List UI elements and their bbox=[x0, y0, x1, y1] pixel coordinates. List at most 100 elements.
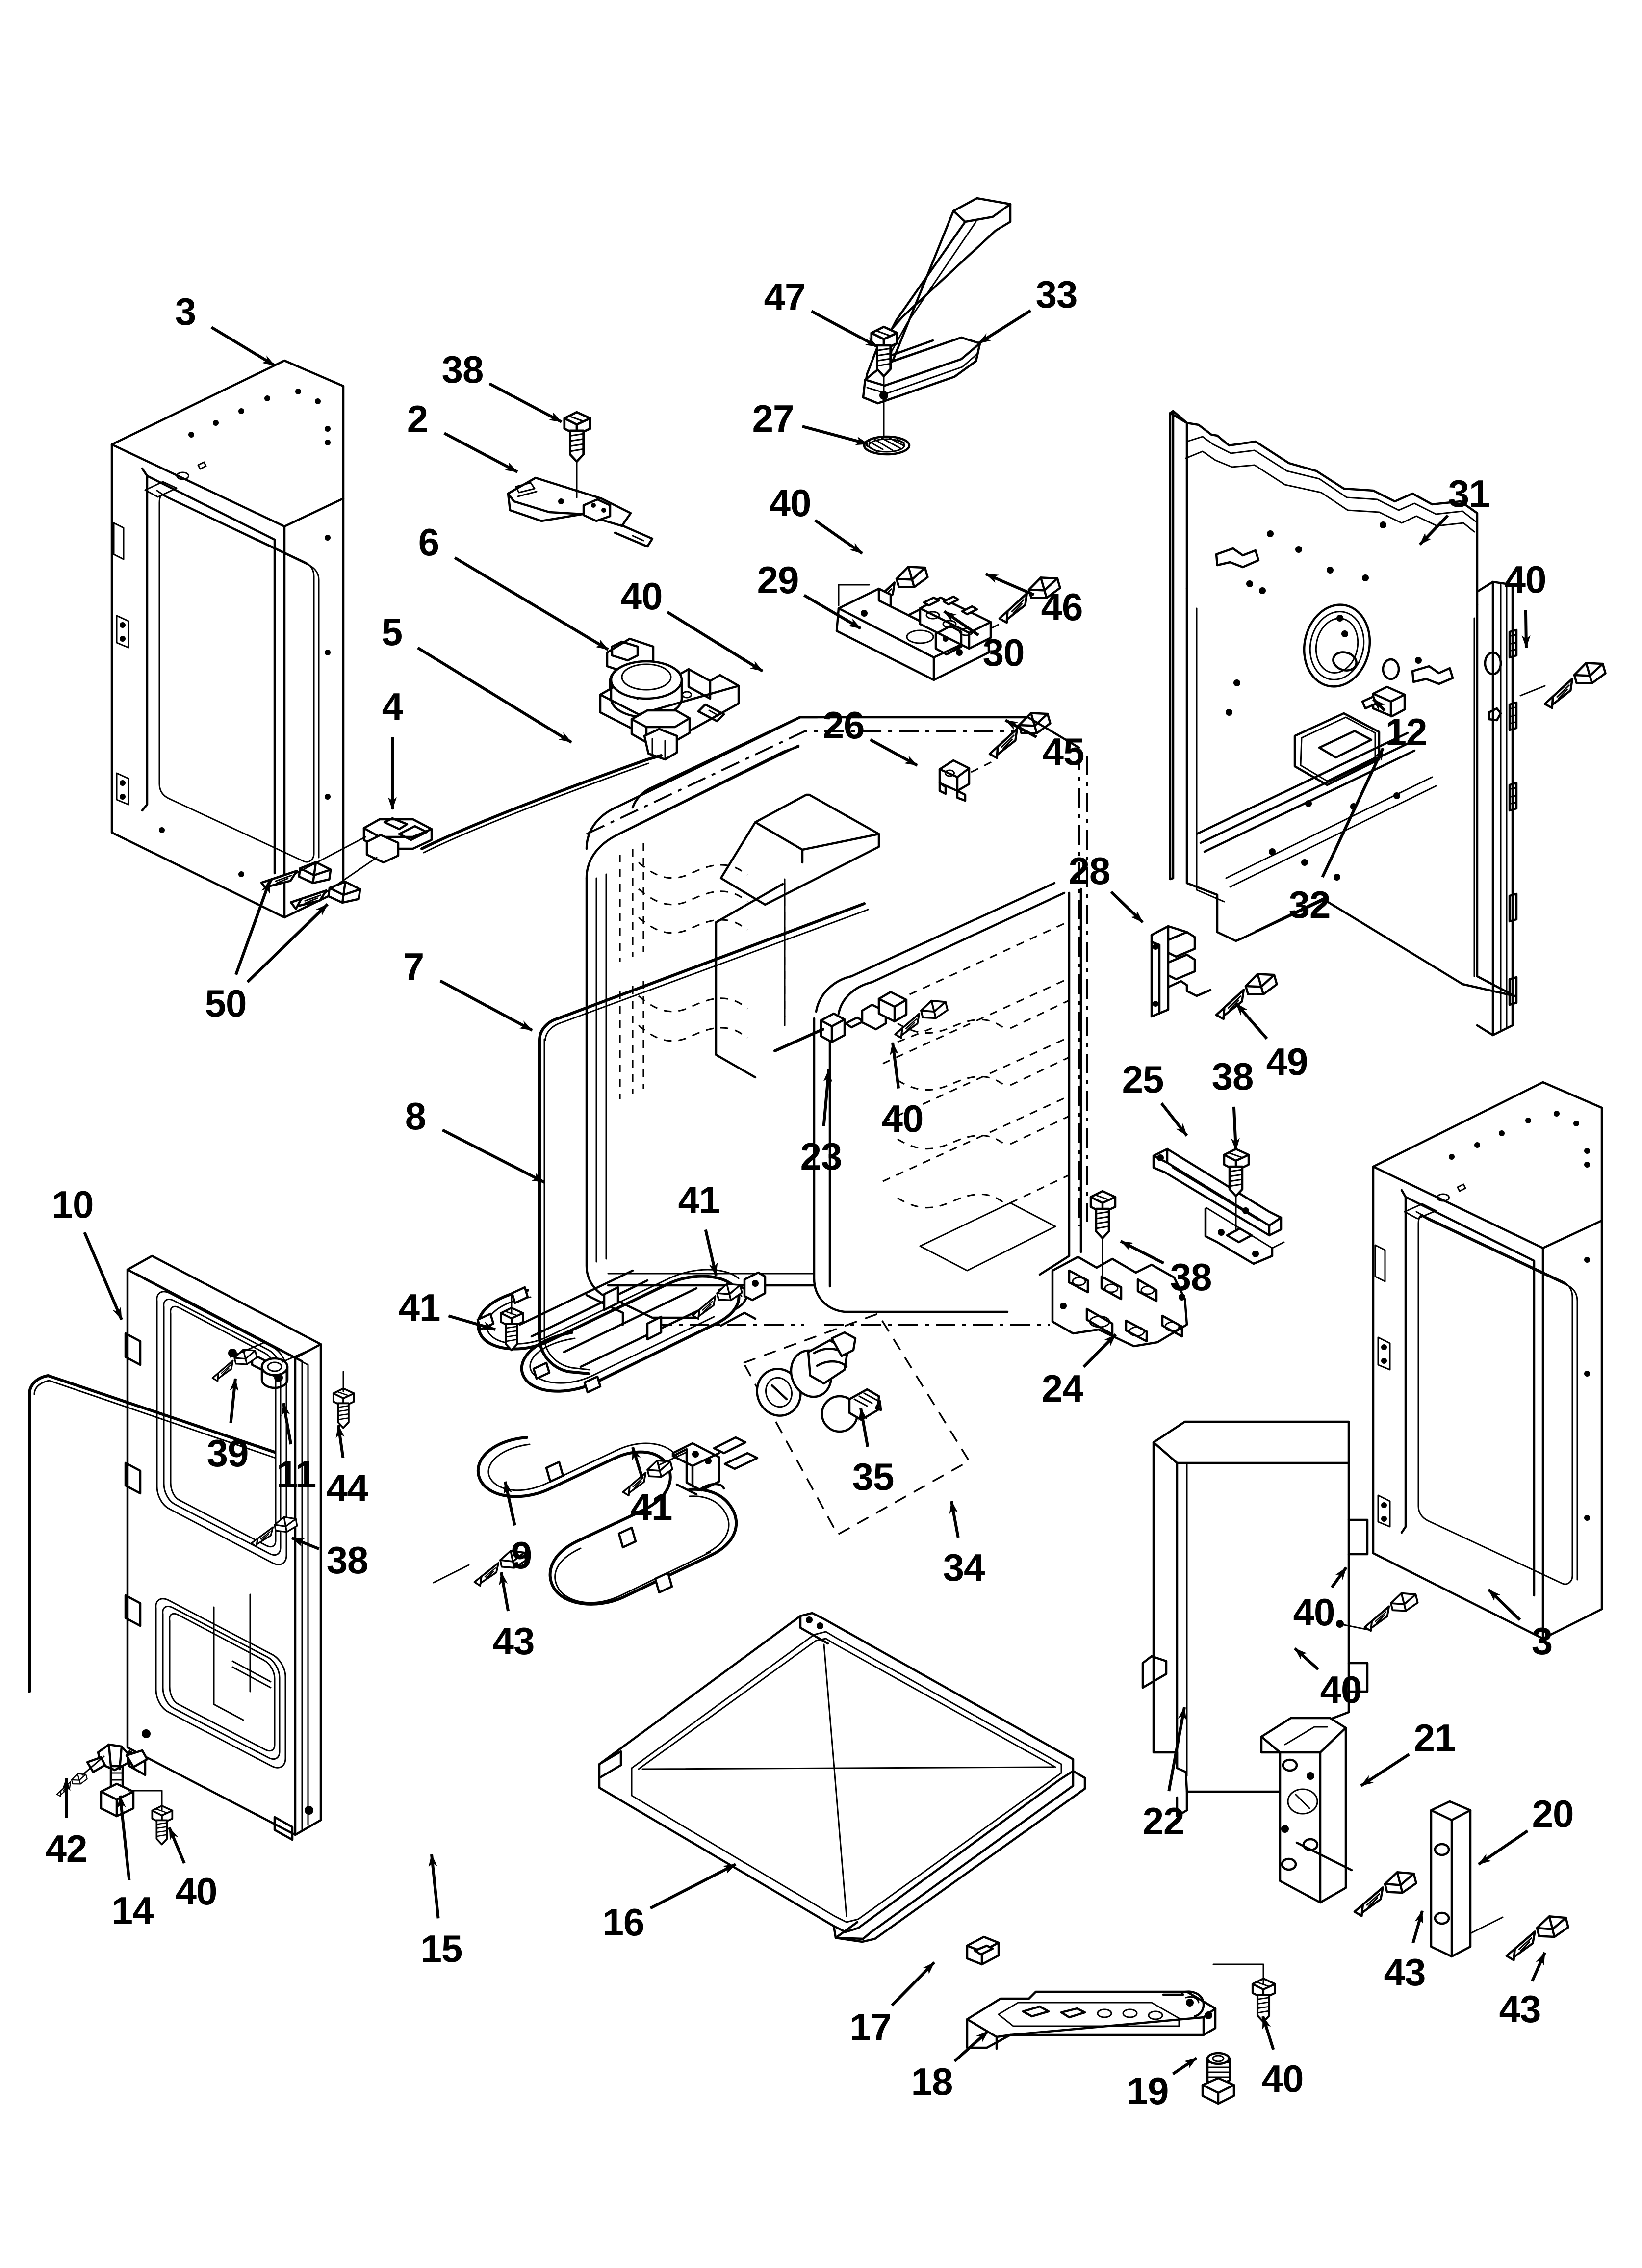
callout-41-screw: 41 bbox=[678, 1178, 720, 1222]
callout-7-oven-door-seal-gasket: 7 bbox=[403, 945, 424, 988]
callout-5-door-latch-rod: 5 bbox=[381, 610, 403, 653]
screw-40-shield bbox=[1358, 1589, 1423, 1633]
part-2-bracket bbox=[507, 476, 654, 548]
callout-40-screw: 40 bbox=[881, 1097, 924, 1140]
callout-47-screw: 47 bbox=[764, 275, 806, 318]
leader-line-32 bbox=[1321, 747, 1385, 878]
callout-41-screw: 41 bbox=[398, 1286, 441, 1329]
callout-35-oven-lamp-bulb: 35 bbox=[852, 1455, 895, 1498]
leader-line-3 bbox=[1487, 1588, 1521, 1621]
part-19-leveling-screw bbox=[1201, 2052, 1235, 2105]
callout-38-screw: 38 bbox=[1170, 1255, 1212, 1299]
assembly-line bbox=[323, 857, 378, 895]
leader-line-41 bbox=[704, 1229, 718, 1276]
leader-line-15 bbox=[428, 1854, 440, 1919]
callout-11-spacer-bushing: 11 bbox=[276, 1453, 316, 1496]
leader-line-40 bbox=[168, 1826, 186, 1864]
part-30-terminal-block bbox=[919, 595, 992, 656]
part-16-oven-bottom bbox=[598, 1612, 1086, 1943]
callout-6-door-lock-motor-assembly: 6 bbox=[418, 521, 439, 564]
part-17-retainer-clip bbox=[966, 1935, 1000, 1966]
leader-line-40 bbox=[1330, 1566, 1348, 1589]
part-3-door-panel-right bbox=[1372, 1081, 1603, 1640]
part-11-spacer-bushing bbox=[260, 1357, 289, 1389]
assembly-line bbox=[658, 1451, 688, 1466]
leader-line-38 bbox=[1231, 1106, 1240, 1151]
callout-41-screw: 41 bbox=[630, 1486, 673, 1529]
assembly-line bbox=[282, 1347, 315, 1363]
part-10-door-seal bbox=[28, 1374, 277, 1693]
screw-38-top bbox=[564, 412, 590, 462]
leader-line-5 bbox=[417, 646, 572, 744]
leader-line-41 bbox=[448, 1314, 496, 1331]
part-21-hinge-bracket bbox=[1260, 1717, 1353, 1904]
part-33-anti-tip-bracket bbox=[862, 197, 1012, 405]
part-25-brace-rail bbox=[1152, 1147, 1285, 1265]
callout-40-screw: 40 bbox=[1261, 2057, 1304, 2100]
leader-line-19 bbox=[1172, 2057, 1198, 2075]
callout-18-front-frame-rail: 18 bbox=[911, 2060, 953, 2103]
callout-44-screw: 44 bbox=[326, 1466, 369, 1510]
leader-line-7 bbox=[439, 979, 533, 1032]
leader-line-8 bbox=[441, 1128, 545, 1184]
part-9-bake-element bbox=[477, 1436, 759, 1606]
callout-20-strike-plate: 20 bbox=[1532, 1792, 1574, 1835]
callout-50-screws: 50 bbox=[205, 982, 247, 1025]
part-23-oven-sensor bbox=[773, 991, 908, 1052]
callout-49-screw: 49 bbox=[1266, 1040, 1308, 1083]
screw-40-rear bbox=[1537, 659, 1611, 710]
oven-cavity bbox=[585, 716, 1088, 1326]
callout-9-bake-element: 9 bbox=[511, 1534, 532, 1577]
callout-40-screw: 40 bbox=[1293, 1590, 1335, 1634]
callout-28-terminal-bracket: 28 bbox=[1068, 849, 1111, 892]
leader-line-43 bbox=[1411, 1910, 1424, 1944]
callout-43-screw: 43 bbox=[1384, 1951, 1426, 1994]
callout-38-screw: 38 bbox=[326, 1538, 369, 1582]
leader-line-50 bbox=[234, 880, 271, 975]
callout-12-light-socket-bushing: 12 bbox=[1385, 710, 1428, 754]
callout-4-latch-keeper-clip: 4 bbox=[382, 685, 403, 728]
callout-16-oven-bottom-panel: 16 bbox=[602, 1901, 645, 1944]
leader-line-41 bbox=[631, 1447, 644, 1479]
callout-30-terminal-block: 30 bbox=[982, 631, 1025, 674]
assembly-line bbox=[838, 584, 870, 606]
assembly-dot bbox=[879, 391, 888, 400]
part-26-door-strike bbox=[938, 759, 971, 802]
part-18-front-frame-rail bbox=[966, 1990, 1217, 2050]
callout-42-leveling-leg-clip: 42 bbox=[45, 1827, 88, 1870]
leader-line-20 bbox=[1478, 1829, 1529, 1866]
screw-40-rail bbox=[1253, 1979, 1275, 2022]
leader-line-30 bbox=[943, 610, 979, 637]
screw-44 bbox=[332, 1387, 355, 1429]
callout-22-side-panel-shield: 22 bbox=[1142, 1799, 1185, 1843]
leader-line-22 bbox=[1167, 1707, 1187, 1792]
leader-line-9 bbox=[503, 1481, 516, 1526]
leader-line-3 bbox=[210, 326, 276, 367]
callout-43-screw: 43 bbox=[492, 1619, 535, 1663]
assembly-line bbox=[230, 1341, 266, 1358]
callout-14-leveling-leg: 14 bbox=[111, 1889, 154, 1932]
assembly-line bbox=[433, 1564, 470, 1584]
leader-line-38 bbox=[291, 1537, 320, 1550]
callout-17-retainer-clip: 17 bbox=[849, 2006, 892, 2049]
assembly-line bbox=[1470, 1916, 1504, 1934]
callout-40-screw: 40 bbox=[1504, 558, 1547, 601]
part-28-terminal-bracket bbox=[1150, 925, 1212, 1018]
callout-26-door-strike: 26 bbox=[822, 704, 865, 747]
callout-23-oven-sensor: 23 bbox=[800, 1135, 843, 1178]
callout-38-screw: 38 bbox=[1211, 1055, 1254, 1098]
leader-line-40 bbox=[814, 519, 863, 555]
leader-line-17 bbox=[891, 1961, 936, 2007]
part-6-door-lock-motor bbox=[599, 637, 740, 761]
assembly-line bbox=[971, 760, 993, 773]
part-5-latch-rod bbox=[420, 754, 663, 854]
screw-41-a bbox=[686, 1280, 746, 1321]
callout-leader-lines bbox=[62, 309, 1546, 2075]
leader-line-40 bbox=[890, 1042, 900, 1089]
leader-line-27 bbox=[802, 425, 869, 445]
leader-line-29 bbox=[803, 594, 862, 630]
leader-line-49 bbox=[1234, 1002, 1268, 1040]
callout-40-screw: 40 bbox=[620, 574, 663, 618]
callout-8-broil-element: 8 bbox=[405, 1095, 426, 1138]
callout-3-oven-door-outer-panel-right: 3 bbox=[1531, 1619, 1553, 1663]
